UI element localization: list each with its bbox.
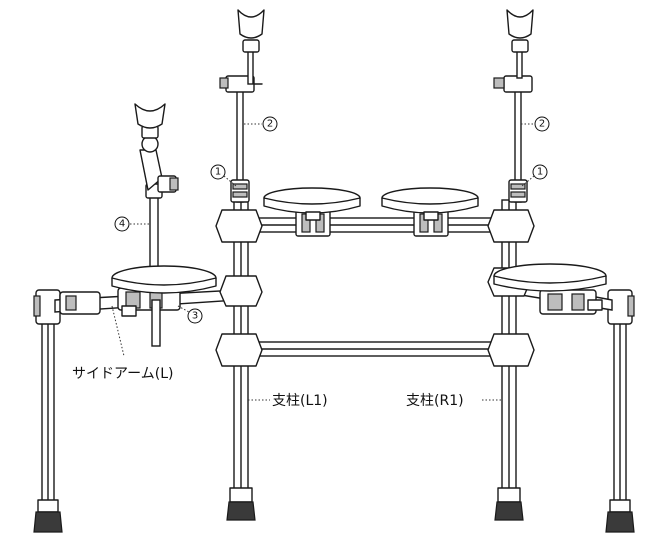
svg-text:2: 2 [539, 119, 545, 130]
tom-pad-1 [263, 187, 361, 221]
callout-1-left: 1 [210, 164, 237, 187]
callout-1-right: 1 [521, 164, 548, 187]
svg-text:1: 1 [537, 167, 543, 178]
callout-4: 4 [114, 216, 150, 232]
left-cymbal-pole [219, 9, 265, 203]
label-post-r1: 支柱(R1) [406, 393, 502, 409]
svg-text:支柱(R1): 支柱(R1) [406, 393, 464, 409]
label-post-l1: 支柱(L1) [248, 393, 328, 409]
callout-2-right: 2 [521, 116, 550, 132]
svg-text:1: 1 [215, 167, 221, 178]
lower-crossbar [247, 341, 503, 357]
callout-3: 3 [177, 305, 203, 324]
left-outer-leg [33, 289, 63, 533]
right-side-arm [514, 281, 613, 315]
floor-tom-pad-right [493, 263, 607, 292]
svg-text:4: 4 [119, 219, 125, 230]
label-side-arm-left: サイドアーム(L) [72, 305, 173, 382]
svg-text:支柱(L1): 支柱(L1) [272, 393, 328, 409]
tom-pad-2 [381, 187, 479, 221]
right-outer-leg [605, 289, 635, 533]
callout-2-left: 2 [244, 116, 278, 132]
upper-crossbar [247, 209, 503, 237]
left-short-pole [134, 103, 179, 347]
svg-text:2: 2 [267, 119, 273, 130]
svg-text:3: 3 [192, 311, 198, 322]
snare-pad-left [111, 265, 217, 294]
right-cymbal-pole [493, 9, 534, 203]
svg-text:サイドアーム(L): サイドアーム(L) [72, 366, 173, 382]
